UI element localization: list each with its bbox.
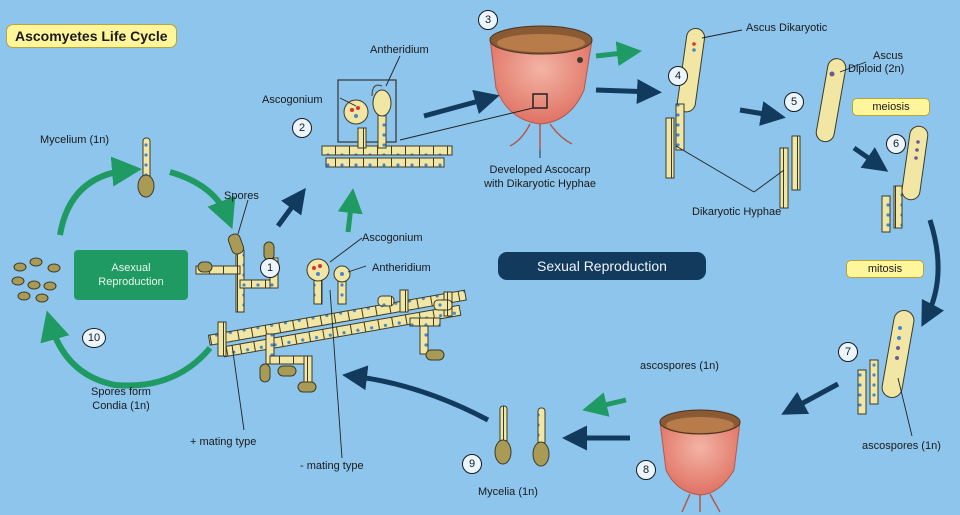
conidia-spores: [12, 258, 60, 302]
spores-label: Spores: [224, 190, 259, 203]
developed-ascocarp: [400, 26, 592, 150]
asexual-line2: Reproduction: [74, 275, 188, 289]
spores-form-label-2: Condia (1n): [76, 400, 166, 413]
ascospores-mid-label: ascospores (1n): [640, 360, 719, 373]
step-2-badge: 2: [292, 118, 312, 138]
minus-mating-type-label: - mating type: [300, 460, 364, 473]
asexual-reproduction-box: Asexual Reproduction: [74, 250, 188, 300]
mycelium-sprout: [138, 138, 154, 197]
step-10-badge: 10: [82, 328, 106, 348]
arrow-9-to-1: [352, 376, 488, 420]
asexual-line1: Asexual: [74, 261, 188, 275]
arrow-1-to-2: [278, 196, 300, 226]
ascospores-right-label: ascospores (1n): [862, 440, 941, 453]
antheridium-mid-label: Antheridium: [372, 262, 431, 275]
arrow-mycelium-to-spores: [170, 172, 228, 218]
plus-mating-type-label: + mating type: [190, 436, 256, 449]
arrow-5-to-6: [854, 148, 880, 166]
arrow-green-3: [596, 52, 632, 56]
arrow-4-to-5: [740, 110, 776, 116]
arrow-spores-to-mycelium: [60, 170, 130, 235]
developed-ascocarp-label-1: Developed Ascocarp: [470, 164, 610, 177]
step-6-badge: 6: [886, 134, 906, 154]
mycelium-label: Mycelium (1n): [40, 134, 109, 147]
mycelia-label: Mycelia (1n): [478, 486, 538, 499]
arrow-3-to-4: [596, 90, 652, 92]
ascus-label-2: Diploid (2n): [848, 63, 904, 76]
step-8-badge: 8: [636, 460, 656, 480]
spores-form-label-1: Spores form: [76, 386, 166, 399]
dikaryotic-hyphae-label: Dikaryotic Hyphae: [692, 206, 781, 219]
ascus-dikaryotic-label: Ascus Dikaryotic: [746, 22, 827, 35]
hyphal-network: [196, 233, 469, 392]
asci-dikaryotic-diploid: [666, 27, 847, 208]
ascus-label-1: Ascus: [858, 50, 918, 63]
gametangia-detail: [322, 80, 452, 167]
developed-ascocarp-label-2: with Dikaryotic Hyphae: [470, 178, 610, 191]
antheridium-top-label: Antheridium: [370, 44, 429, 57]
arrow-green-ascospores: [592, 400, 626, 408]
step-3-badge: 3: [478, 10, 498, 30]
meiosis-label: meiosis: [852, 98, 930, 116]
mycelia-sprouts: [495, 406, 549, 466]
step-5-badge: 5: [784, 92, 804, 112]
ascogonium-top-label: Ascogonium: [262, 94, 323, 107]
step-9-badge: 9: [462, 454, 482, 474]
arrow-2-to-3: [424, 98, 490, 116]
ascogonium-mid-label: Ascogonium: [362, 232, 423, 245]
arrow-conidia-to-spores: [50, 322, 210, 386]
step-7-badge: 7: [838, 342, 858, 362]
arrow-green-1-to-2: [348, 198, 352, 232]
step-1-badge: 1: [260, 258, 280, 278]
mitosis-label: mitosis: [846, 260, 924, 278]
arrow-6-to-7: [926, 220, 938, 318]
mature-ascocarp: [660, 410, 740, 512]
arrow-7-to-8: [790, 384, 838, 410]
sexual-reproduction-box: Sexual Reproduction: [498, 252, 706, 280]
diagram-title: Ascomyetes Life Cycle: [6, 24, 177, 48]
step-4-badge: 4: [668, 66, 688, 86]
